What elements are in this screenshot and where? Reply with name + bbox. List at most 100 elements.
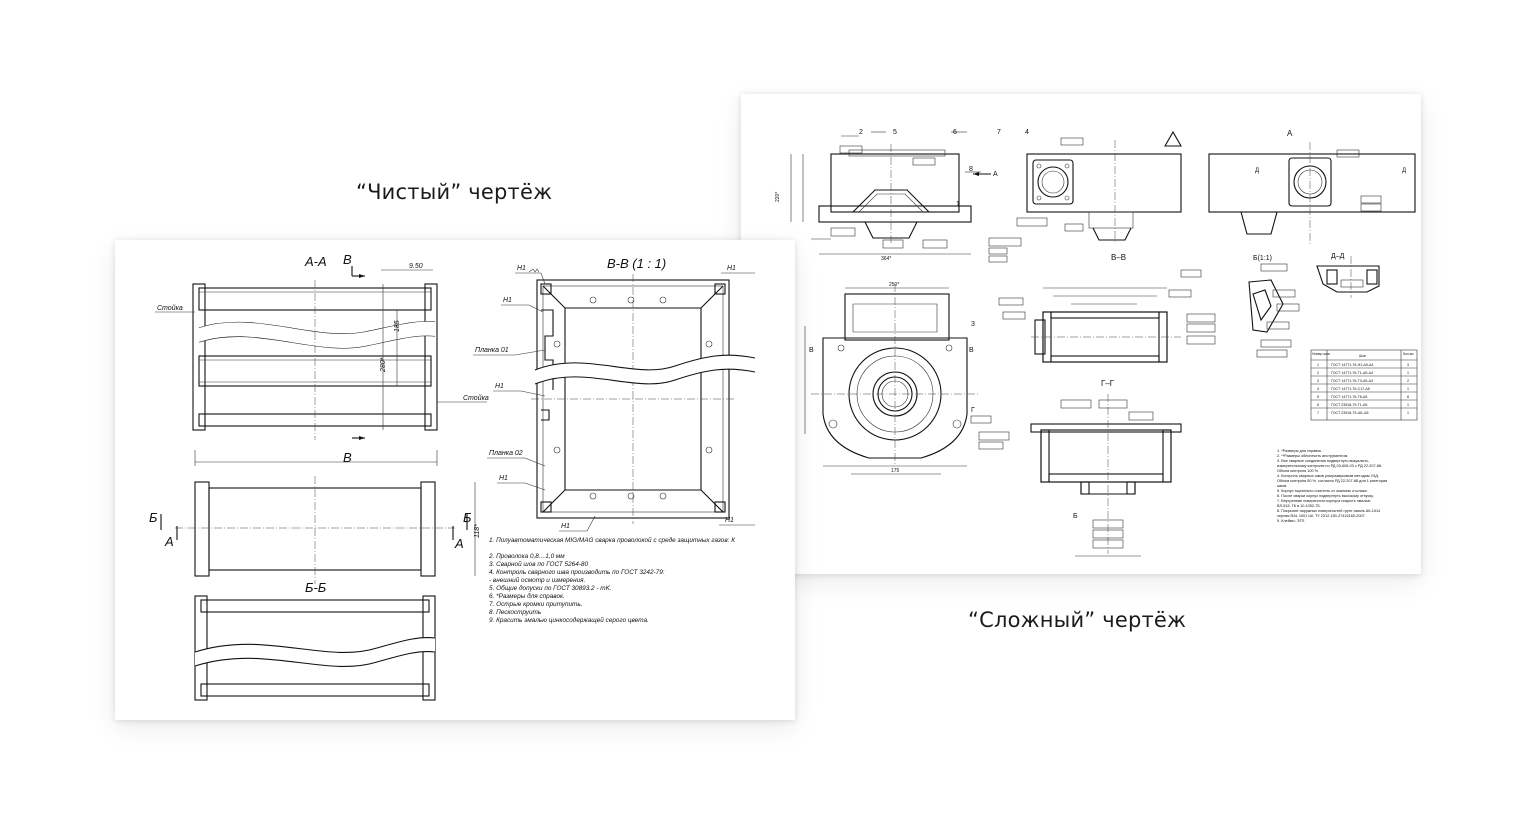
- complex-note-line: швов.: [1277, 484, 1287, 488]
- clean-note-line: 8. Пескоструить: [489, 609, 541, 616]
- clean-view-bb-title: Б-Б: [305, 580, 327, 595]
- complex-note-line: 8. Покрытие наружных поверхностей грунт-…: [1277, 509, 1380, 513]
- clean-note-line: 2. Проволока 0,8…1,0 мм: [488, 553, 565, 560]
- complex-section-gg: Г–Г Б: [1030, 379, 1182, 557]
- complex-mark-d-left: Д: [1255, 168, 1259, 174]
- clean-mark-a-left: А: [164, 534, 174, 549]
- svg-text:2: 2: [1317, 371, 1319, 375]
- complex-section-dd: Д–Д: [1316, 253, 1380, 298]
- complex-top-view: 7 4: [988, 129, 1182, 263]
- part-planka01-label: Планка 01: [475, 347, 509, 354]
- complex-mark-b: Б: [1073, 513, 1078, 520]
- table-header-qty: Кол-во: [1403, 352, 1414, 356]
- complex-mark-v-right: В: [969, 347, 974, 354]
- complex-view-a-title: А: [1287, 129, 1293, 138]
- clean-note-line: 1. Полуавтоматическая MIG/MAG сварка про…: [489, 536, 736, 544]
- svg-text:ГОСТ 23518-79-Т1-Δ5: ГОСТ 23518-79-Т1-Δ5: [1331, 403, 1367, 407]
- svg-text:1: 1: [1407, 371, 1409, 375]
- caption-complex-drawing: “Сложный” чертёж: [968, 608, 1187, 632]
- position-8-label: 8: [969, 166, 973, 173]
- svg-text:1: 1: [1317, 363, 1319, 367]
- weld-mark-h1-2: Н1: [503, 297, 512, 304]
- table-row: 1 ГОСТ 14771-76-Н1-Δ5-Δ4 3: [1317, 363, 1409, 367]
- weld-mark-h1-3: Н1: [495, 383, 504, 390]
- complex-note-line: 4. Контроль сварных швов ультразвуковым …: [1277, 474, 1379, 478]
- table-row: 4 ГОСТ 14771-76-С17-Δ5 1: [1317, 387, 1409, 391]
- clean-view-aa-title: А-А: [304, 254, 327, 269]
- complex-side-view: 250* 175 390 В В Г Г 3: [763, 282, 1010, 475]
- weld-mark-h1-4: Н1: [499, 475, 508, 482]
- table-header-weld: Шов: [1359, 354, 1366, 358]
- complex-mark-a-label: А: [993, 171, 998, 178]
- complex-note-line: измерительному контролю по РД 03-606-03 …: [1277, 464, 1382, 468]
- position-6-label: 6: [953, 129, 957, 136]
- svg-text:2: 2: [1407, 379, 1409, 383]
- complex-drawing-svg: 2 5 6 8 1 364* 220* А 7 4 А: [763, 129, 1418, 557]
- clean-note-line: 3. Сварной шов по ГОСТ 5264-80: [489, 560, 588, 568]
- clean-note-line: 9. Красить эмалью цинкосодержащей серого…: [489, 616, 649, 624]
- clean-note-line: 6. *Размеры для справок.: [489, 592, 565, 600]
- clean-note-line: - внешний осмотр и измерения.: [489, 576, 585, 584]
- clean-view-aa: А-А В 9.50 185 280* Стойка Стойка В: [155, 252, 489, 466]
- complex-mark-d-right: Д: [1402, 168, 1406, 174]
- svg-text:4: 4: [1317, 387, 1319, 391]
- clean-mark-a-right: А: [454, 536, 464, 551]
- position-7-label: 7: [997, 129, 1001, 136]
- table-row: 5 ГОСТ 14771-76-Т6-Δ5 8: [1317, 395, 1409, 399]
- complex-mark-g-right: Г: [971, 407, 975, 414]
- table-header-num: Номер шва: [1312, 352, 1330, 356]
- complex-section-vv: В–В: [998, 253, 1216, 363]
- svg-text:6: 6: [1317, 403, 1319, 407]
- table-row: 7 ГОСТ 23518-79-Ш1-Δ5 1: [1317, 411, 1409, 415]
- caption-clean-drawing: “Чистый” чертёж: [356, 180, 553, 204]
- complex-note-line: 7. Внутренние поверхности корпуса покрыт…: [1277, 499, 1371, 503]
- complex-note-line: Объем контроля 50 %, согласно РД 22-207-…: [1277, 479, 1387, 483]
- position-4-label: 4: [1025, 129, 1029, 136]
- svg-text:ГОСТ 14771-76-Т3-Δ5-Δ3: ГОСТ 14771-76-Т3-Δ5-Δ3: [1331, 379, 1373, 383]
- svg-text:3: 3: [1317, 379, 1319, 383]
- svg-text:1: 1: [1407, 411, 1409, 415]
- complex-note-line: 9. Клеймо: ЭТЛ.: [1277, 519, 1305, 523]
- svg-text:ГОСТ 14771-76-Н1-Δ5-Δ4: ГОСТ 14771-76-Н1-Δ5-Δ4: [1331, 363, 1373, 367]
- complex-note-line: 5. Корпус тщательно очистить от окалины …: [1277, 489, 1368, 493]
- complex-note-line: 1. *Размеры для справок.: [1277, 449, 1322, 453]
- weld-mark-h1-6: Н1: [727, 265, 736, 272]
- clean-view-vv: В-В (1 : 1) Н1 Н1 Планка 01: [473, 256, 756, 532]
- complex-drawing-sheet: 2 5 6 8 1 364* 220* А 7 4 А: [741, 94, 1421, 574]
- clean-mark-b-left: Б: [149, 510, 158, 525]
- dim-250-label: 250*: [889, 282, 899, 288]
- svg-text:7: 7: [1317, 411, 1319, 415]
- complex-view-mark-a: А: [973, 171, 998, 178]
- part-planka02-label: Планка 02: [489, 450, 523, 457]
- complex-note-line: 6. После сварки корпус подвергнуть высок…: [1277, 494, 1374, 498]
- clean-drawing-svg: А-А В 9.50 185 280* Стойка Стойка В: [149, 252, 756, 701]
- clean-note-line: 5. Общие допуски по ГОСТ 30893.2 - mK.: [489, 584, 612, 592]
- dim-175-label: 175: [891, 468, 900, 474]
- svg-text:5: 5: [1317, 395, 1319, 399]
- complex-note-line: 2. **Размеры обеспечить инструментом.: [1277, 454, 1348, 458]
- clean-note-line: 7. Острые кромки притупить.: [489, 601, 583, 608]
- complex-view-b11-title: Б(1:1): [1253, 255, 1272, 262]
- table-row: 2 ГОСТ 14771-76-Т1-Δ5-Δ4 1: [1317, 371, 1409, 375]
- clean-notes: 1. Полуавтоматическая MIG/MAG сварка про…: [488, 536, 736, 624]
- part-stoika-label-right: Стойка: [463, 394, 489, 402]
- dim-220-label: 220*: [775, 192, 781, 202]
- svg-text:1: 1: [1407, 403, 1409, 407]
- clean-view-front: Б Б А А 118*: [149, 476, 481, 584]
- position-2-label: 2: [859, 129, 863, 136]
- complex-view-gg-title: Г–Г: [1101, 379, 1115, 388]
- weld-mark-h1-1: Н1: [517, 265, 526, 272]
- svg-text:3: 3: [1407, 363, 1409, 367]
- svg-text:ГОСТ 23518-79-Ш1-Δ5: ГОСТ 23518-79-Ш1-Δ5: [1331, 411, 1368, 415]
- svg-text:8: 8: [1407, 395, 1409, 399]
- clean-drawing-sheet: А-А В 9.50 185 280* Стойка Стойка В: [115, 240, 795, 720]
- weld-mark-h1-7: Н1: [725, 517, 734, 524]
- clean-mark-v-bottom: В: [343, 450, 352, 465]
- svg-text:ГОСТ 14771-76-Т1-Δ5-Δ4: ГОСТ 14771-76-Т1-Δ5-Δ4: [1331, 371, 1373, 375]
- svg-text:ГОСТ 14771-76-С17-Δ5: ГОСТ 14771-76-С17-Δ5: [1331, 387, 1370, 391]
- dim-118-label: 118*: [474, 524, 481, 538]
- complex-weld-table: Номер шва Шов Кол-во 1 ГОСТ 14771-76-Н1-…: [1310, 349, 1418, 421]
- weld-mark-h1-5: Н1: [561, 523, 570, 530]
- clean-view-bb: Б-Б: [194, 580, 436, 701]
- position-3-label: 3: [971, 321, 975, 328]
